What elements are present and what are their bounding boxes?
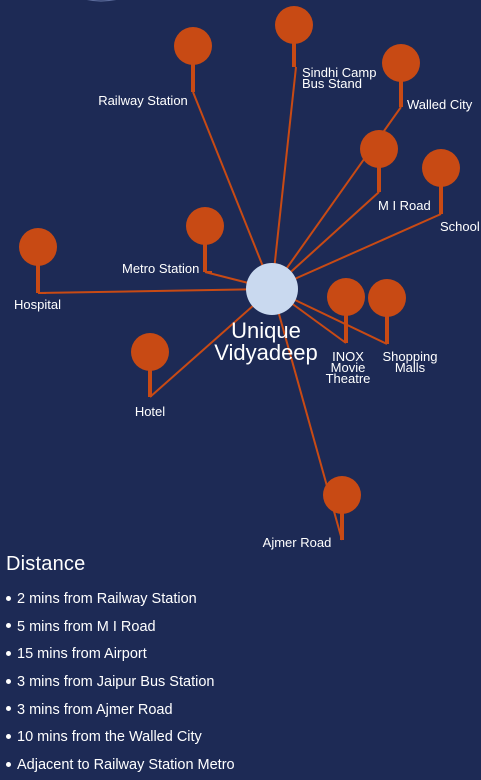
label-line: School (440, 219, 480, 234)
center-label-line2: Vidyadeep (214, 340, 318, 365)
connector-sindhi-camp (271, 66, 297, 290)
connector-school (271, 213, 442, 290)
list-item: Adjacent to Railway Station Metro (6, 752, 476, 780)
decorative-ring (86, 0, 117, 2)
pin-icon-hotel (131, 333, 169, 371)
label-line: M I Road (378, 198, 431, 213)
list-item-text: 3 mins from Ajmer Road (17, 701, 173, 718)
bullet-icon (6, 734, 11, 740)
pin-icon-shopping-malls (368, 279, 406, 317)
bullet-icon (6, 761, 11, 767)
label-metro-station: Metro Station (122, 261, 199, 276)
pin-icon-mi-road (360, 130, 398, 168)
distance-title: Distance (6, 553, 86, 575)
bullet-icon (6, 595, 11, 601)
connector-railway-station (192, 91, 273, 290)
label-hotel: Hotel (135, 404, 165, 419)
bullet-icon (6, 651, 11, 657)
list-item-text: 2 mins from Railway Station (17, 591, 197, 607)
pin-icon-walled-city (382, 44, 420, 82)
label-mi-road: M I Road (378, 198, 431, 213)
label-school: School (440, 219, 480, 234)
distance-list: 2 mins from Railway Station 5 mins from M… (6, 586, 476, 780)
bullet-icon (6, 678, 11, 684)
bullet-icon (6, 706, 11, 712)
list-item: 3 mins from Ajmer Road (6, 697, 476, 725)
label-line: Sindhi Camp (302, 65, 376, 80)
label-ajmer-road: Ajmer Road (263, 535, 332, 550)
pin-icon-metro-station (186, 207, 224, 245)
list-item: 3 mins from Jaipur Bus Station (6, 669, 476, 697)
label-line: INOX (332, 349, 364, 364)
pin-icon-school (422, 149, 460, 187)
pin-icon-sindhi-camp (275, 6, 313, 44)
list-item-text: 5 mins from M I Road (17, 618, 156, 635)
list-item-text: Adjacent to Railway Station Metro (17, 757, 235, 774)
label-line: Metro Station (122, 261, 199, 276)
center-node: Unique Vidyadeep (214, 263, 318, 365)
label-line: Ajmer Road (263, 535, 332, 550)
label-line: Movie (331, 360, 366, 375)
landmark-pins (19, 6, 460, 540)
label-line: Theatre (326, 371, 371, 386)
connector-hospital (37, 288, 273, 294)
pin-icon-railway-station (174, 27, 212, 65)
label-line: Malls (395, 360, 426, 375)
pin-icon-inox (327, 278, 365, 316)
center-node-circle (246, 263, 298, 315)
list-item: 5 mins from M I Road (6, 614, 476, 642)
pin-icon-ajmer-road (323, 476, 361, 514)
label-line: Walled City (407, 97, 473, 112)
label-line: Shopping (383, 349, 438, 364)
label-line: Bus Stand (302, 76, 362, 91)
pin-icon-hospital (19, 228, 57, 266)
label-line: Hotel (135, 404, 165, 419)
list-item: 2 mins from Railway Station (6, 586, 476, 614)
label-line: Hospital (14, 297, 61, 312)
label-hospital: Hospital (14, 297, 61, 312)
connector-hotel (149, 288, 273, 398)
list-item-text: 10 mins from the Walled City (17, 729, 202, 746)
label-railway-station: Railway Station (98, 93, 188, 108)
label-line: Railway Station (98, 93, 188, 108)
label-walled-city: Walled City (407, 97, 473, 112)
list-item-text: 15 mins from Airport (17, 646, 147, 663)
list-item-text: 3 mins from Jaipur Bus Station (17, 674, 215, 691)
bullet-icon (6, 623, 11, 629)
center-label-line1: Unique (231, 318, 301, 343)
list-item: 10 mins from the Walled City (6, 724, 476, 752)
location-map: Unique Vidyadeep Railway Station Sindhi C… (14, 0, 480, 550)
distance-section: Distance 2 mins from Railway Station 5 mi… (6, 553, 476, 780)
list-item: 15 mins from Airport (6, 641, 476, 669)
